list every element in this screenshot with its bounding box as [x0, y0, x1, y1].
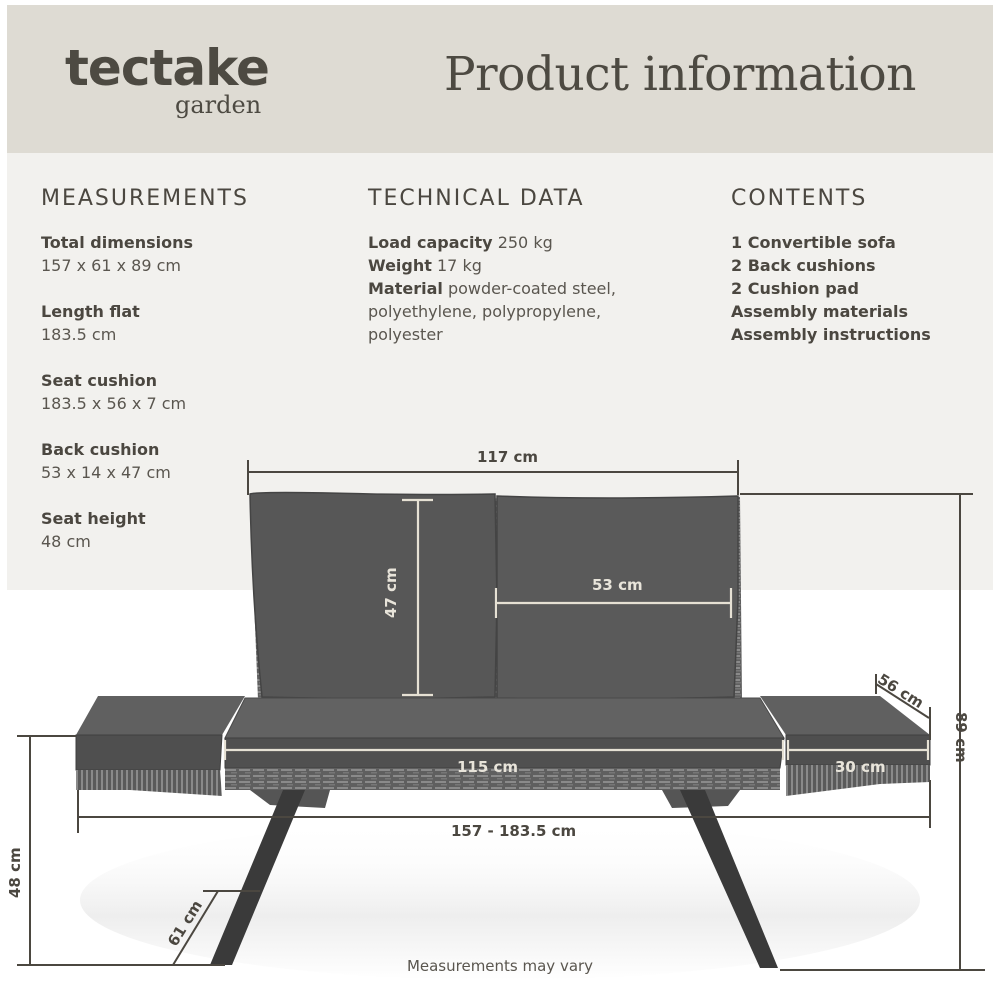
- measurement-item: Back cushion 53 x 14 x 47 cm: [41, 438, 249, 484]
- tech-value: powder-coated steel, polyethylene, polyp…: [368, 279, 616, 344]
- page-title: Product information: [444, 47, 916, 102]
- dim-seat-width: 115 cm: [457, 758, 519, 776]
- contents-section: CONTENTS 1 Convertible sofa 2 Back cushi…: [731, 186, 931, 346]
- measurement-item: Total dimensions 157 x 61 x 89 cm: [41, 231, 249, 277]
- measurement-value: 48 cm: [41, 532, 91, 551]
- contents-item: 2 Back cushions: [731, 256, 876, 275]
- dim-total-length: 157 - 183.5 cm: [451, 822, 577, 840]
- measurement-value: 183.5 cm: [41, 325, 117, 344]
- brand-logo: tectake: [65, 39, 270, 97]
- measurement-label: Seat cushion: [41, 371, 158, 390]
- tech-item: Material powder-coated steel, polyethyle…: [368, 277, 668, 346]
- measurement-item: Seat height 48 cm: [41, 507, 249, 553]
- measurement-value: 157 x 61 x 89 cm: [41, 256, 182, 275]
- tech-item: Load capacity 250 kg: [368, 231, 668, 254]
- measurement-item: Length flat 183.5 cm: [41, 300, 249, 346]
- technical-data-heading: TECHNICAL DATA: [368, 186, 585, 211]
- measurement-label: Seat height: [41, 509, 146, 528]
- measurement-label: Back cushion: [41, 440, 160, 459]
- contents-heading: CONTENTS: [731, 186, 868, 211]
- measurements-section: MEASUREMENTS Total dimensions 157 x 61 x…: [41, 186, 249, 576]
- measurement-item: Seat cushion 183.5 x 56 x 7 cm: [41, 369, 249, 415]
- dim-back-cushion-width: 53 cm: [592, 576, 643, 594]
- tech-label: Material: [368, 279, 443, 298]
- dim-back-cushion-height: 47 cm: [382, 567, 400, 618]
- tech-item: Weight 17 kg: [368, 254, 668, 277]
- dim-total-height: 89 cm: [952, 712, 970, 763]
- measurements-heading: MEASUREMENTS: [41, 186, 249, 211]
- tech-value: 17 kg: [437, 256, 482, 275]
- brand-logo-subtitle: garden: [175, 91, 262, 119]
- measurement-value: 183.5 x 56 x 7 cm: [41, 394, 187, 413]
- contents-item: 1 Convertible sofa: [731, 233, 896, 252]
- technical-data-section: TECHNICAL DATA Load capacity 250 kg Weig…: [368, 186, 668, 346]
- measurement-label: Length flat: [41, 302, 140, 321]
- tech-label: Load capacity: [368, 233, 493, 252]
- disclaimer-caption: Measurements may vary: [406, 957, 594, 975]
- measurement-value: 53 x 14 x 47 cm: [41, 463, 171, 482]
- contents-item: Assembly instructions: [731, 325, 931, 344]
- dim-side-width: 30 cm: [835, 758, 886, 776]
- contents-item: Assembly materials: [731, 302, 909, 321]
- tech-label: Weight: [368, 256, 432, 275]
- dim-backrest-width: 117 cm: [477, 448, 539, 466]
- tech-value: 250 kg: [497, 233, 553, 252]
- header-banner: tectake garden Product information: [7, 5, 993, 153]
- contents-item: 2 Cushion pad: [731, 279, 859, 298]
- dim-seat-height: 48 cm: [6, 847, 24, 898]
- measurement-label: Total dimensions: [41, 233, 194, 252]
